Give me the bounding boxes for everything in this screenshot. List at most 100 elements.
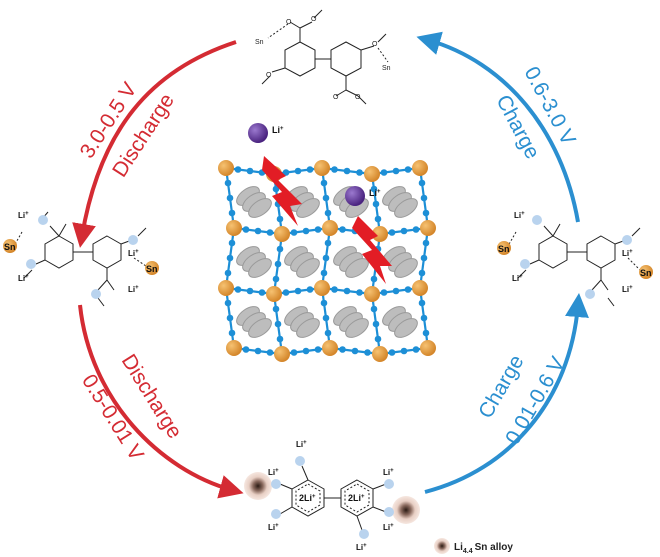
- framework-oxygen-atom: [370, 275, 378, 283]
- atom-li: Li: [622, 285, 629, 294]
- o-site: [38, 215, 48, 225]
- framework-oxygen-atom: [331, 286, 338, 293]
- framework-oxygen-atom: [388, 349, 396, 356]
- molecule-left: [13, 211, 147, 307]
- charge-plus: +: [519, 274, 523, 280]
- framework-sn-node: [412, 280, 428, 296]
- framework-oxygen-atom: [272, 185, 280, 193]
- svg-text:Li+: Li+: [272, 125, 284, 135]
- li-sn-alloy-particle: [392, 496, 420, 524]
- sn-atom: [497, 241, 511, 255]
- framework-oxygen-atom: [418, 299, 426, 307]
- framework-linker-ring: [248, 258, 272, 278]
- atom-sn: Sn: [382, 65, 391, 72]
- framework-sn-node: [372, 226, 388, 242]
- atom-2li: 2Li: [348, 493, 361, 503]
- framework-oxygen-atom: [412, 226, 420, 233]
- framework-oxygen-atom: [372, 200, 380, 208]
- label-top-right: 0.6-3.0 V Charge: [491, 63, 579, 163]
- label-top-left: 3.0-0.5 V Discharge: [76, 78, 179, 181]
- framework-sn-node: [412, 160, 428, 176]
- atom-2li: 2Li: [299, 493, 312, 503]
- framework-sn-node: [314, 160, 330, 176]
- arrow-bottom-left-discharge: [78, 304, 244, 499]
- framework-oxygen-atom: [224, 179, 232, 187]
- framework-oxygen-atom: [228, 329, 236, 337]
- legend-alloy-swatch: [434, 538, 450, 554]
- framework-oxygen-atom: [339, 346, 346, 353]
- framework-oxygen-atom: [226, 314, 234, 322]
- framework-oxygen-atom: [343, 287, 351, 295]
- li-sn-alloy-particle: [244, 472, 272, 500]
- framework-oxygen-atom: [226, 194, 234, 202]
- li-ion-sphere: [248, 123, 268, 143]
- atom-sn: Sn: [146, 264, 158, 274]
- framework-oxygen-atom: [412, 346, 420, 353]
- framework-linker-ring: [345, 318, 369, 338]
- charge-plus: +: [629, 249, 633, 255]
- framework-oxygen-atom: [320, 269, 328, 277]
- atom-li: Li: [128, 249, 135, 258]
- charge-plus: +: [25, 274, 29, 280]
- framework-oxygen-atom: [320, 299, 328, 307]
- arrow-top-right-charge: [416, 31, 580, 223]
- atom-o: O: [311, 16, 317, 23]
- framework-oxygen-atom: [422, 209, 430, 217]
- charge-plus: +: [629, 285, 633, 291]
- molecule-left-atoms: Sn Sn Li+ Li+ Li+ Li+: [3, 211, 159, 299]
- atom-sn: Sn: [640, 268, 652, 278]
- framework-oxygen-atom: [294, 287, 302, 295]
- framework-oxygen-atom: [228, 209, 236, 217]
- framework-sn-node: [420, 340, 436, 356]
- framework-linker-ring: [296, 198, 320, 218]
- atom-li: Li: [514, 211, 521, 220]
- framework-oxygen-atom: [404, 286, 412, 293]
- framework-oxygen-atom: [364, 349, 371, 356]
- sn-atom: [639, 265, 653, 279]
- framework-oxygen-atom: [224, 299, 232, 307]
- charge-plus: +: [312, 494, 316, 500]
- framework-oxygen-atom: [290, 229, 298, 236]
- svg-text:Li+: Li+: [356, 543, 367, 552]
- svg-text:Li+: Li+: [18, 211, 29, 220]
- framework-oxygen-atom: [274, 320, 282, 328]
- label-bottom-right: 0.01-0.6 V Charge: [474, 351, 569, 448]
- framework-sn-node: [364, 286, 380, 302]
- framework-oxygen-atom: [282, 289, 290, 296]
- framework-oxygen-atom: [422, 329, 430, 337]
- framework-oxygen-atom: [224, 269, 232, 277]
- svg-text:Li+: Li+: [296, 440, 307, 449]
- charge-plus: +: [390, 468, 394, 474]
- o-site: [91, 289, 101, 299]
- framework-linker-ring: [394, 318, 418, 338]
- framework-oxygen-atom: [290, 349, 298, 356]
- o-site: [585, 289, 595, 299]
- atom-li: Li: [356, 543, 363, 552]
- framework-oxygen-atom: [324, 329, 332, 337]
- framework-sn-node: [218, 280, 234, 296]
- framework-oxygen-atom: [356, 169, 363, 176]
- sn-atom: [145, 261, 159, 275]
- svg-text:Li+: Li+: [512, 274, 523, 283]
- charge-plus: +: [135, 285, 139, 291]
- molecule-top: O O O O O O Sn Sn: [255, 9, 391, 105]
- framework-sn-node: [372, 346, 388, 362]
- framework-oxygen-atom: [274, 260, 282, 268]
- svg-text:Li+: Li+: [622, 249, 633, 258]
- framework-oxygen-atom: [339, 226, 346, 233]
- framework-oxygen-atom: [374, 215, 382, 223]
- framework-oxygen-atom: [246, 287, 254, 295]
- framework-oxygen-atom: [388, 229, 396, 236]
- framework-oxygen-atom: [276, 215, 284, 223]
- framework-oxygen-atom: [320, 179, 328, 187]
- o-site: [271, 509, 281, 519]
- atom-li: Li: [512, 274, 519, 283]
- framework-oxygen-atom: [322, 194, 330, 202]
- framework-oxygen-atom: [272, 275, 280, 283]
- framework-oxygen-atom: [356, 289, 363, 296]
- atom-li: Li: [296, 440, 303, 449]
- framework-oxygen-atom: [302, 227, 310, 235]
